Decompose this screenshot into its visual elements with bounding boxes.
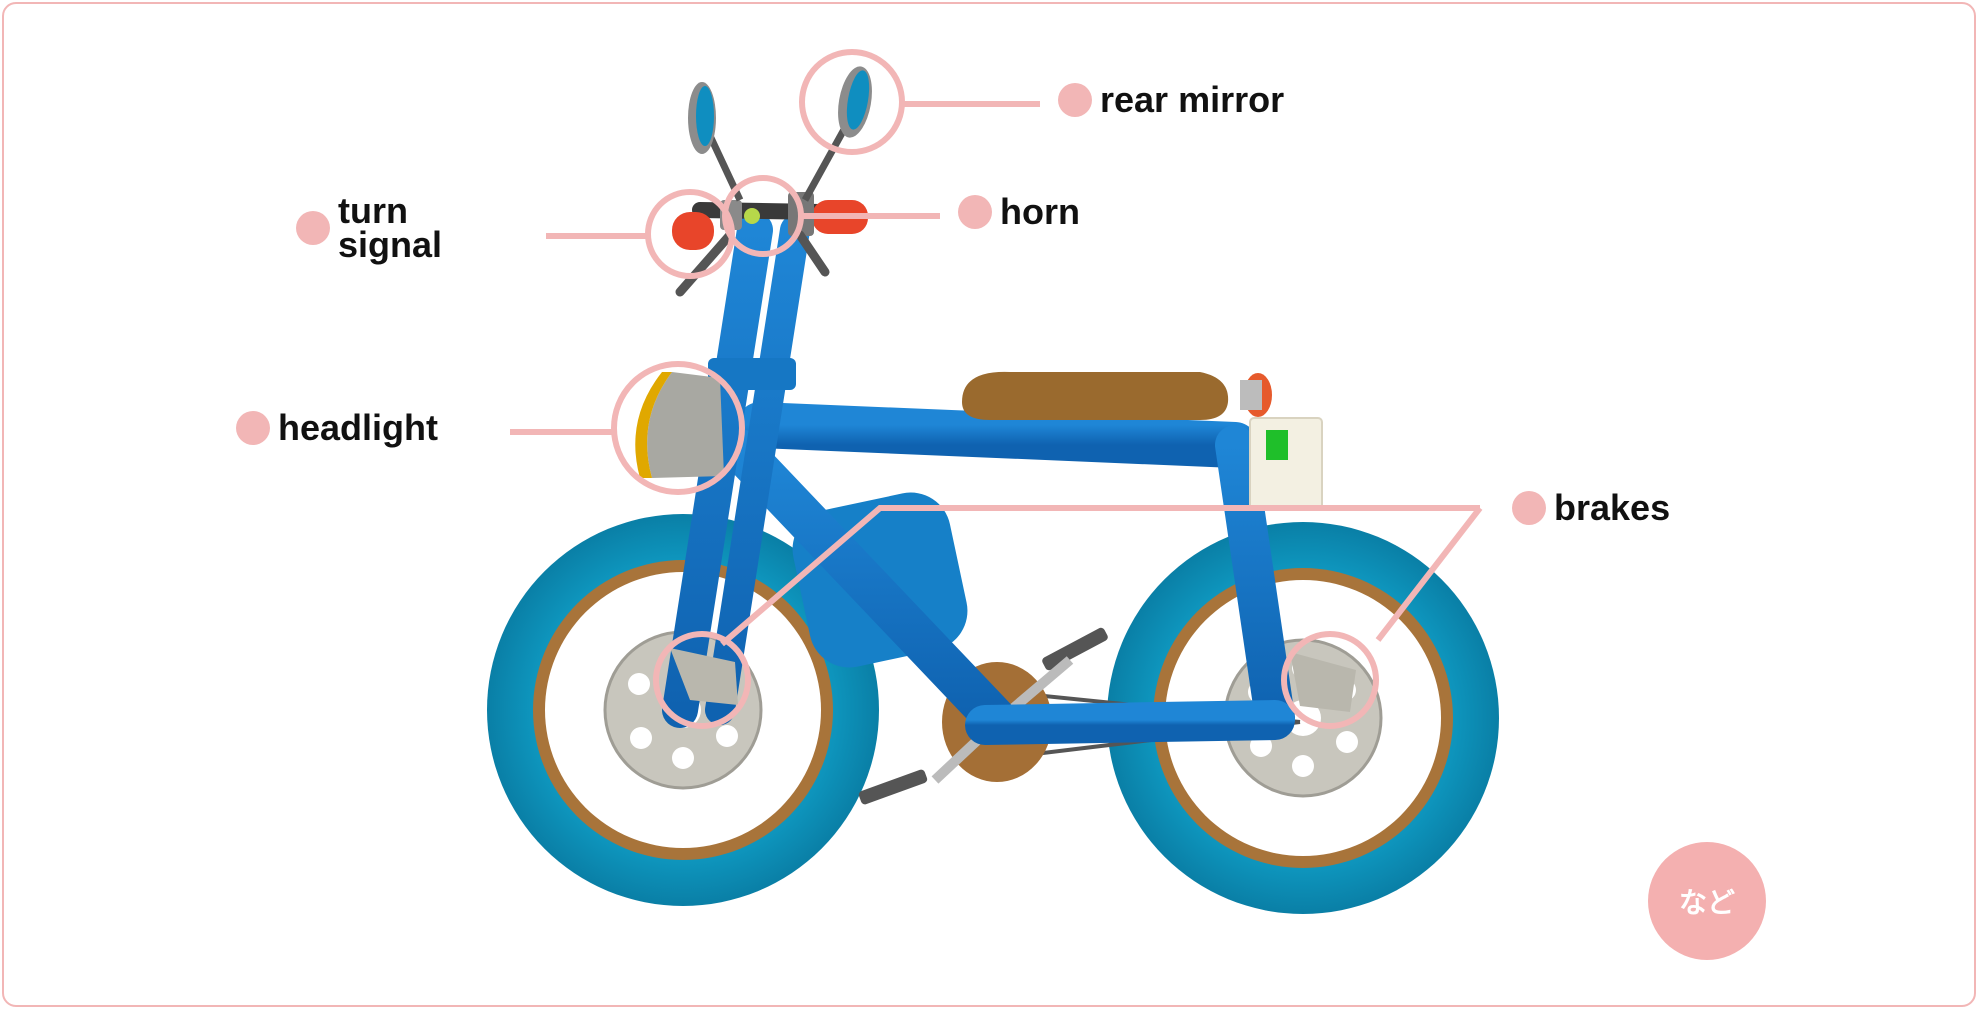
label-turn-signal-text: turn signal: [338, 190, 443, 265]
label-brakes: brakes: [1512, 490, 1670, 526]
etc-badge: など: [1648, 842, 1766, 960]
label-horn: horn: [958, 194, 1080, 230]
bullet-dot: [1512, 491, 1546, 525]
headlight-shape: [635, 372, 724, 478]
bullet-dot: [236, 411, 270, 445]
label-rear-mirror-text: rear mirror: [1100, 79, 1285, 120]
bullet-dot: [296, 211, 330, 245]
fork-clamp: [708, 358, 796, 390]
mirrors: [688, 66, 872, 202]
label-horn-text: horn: [1000, 191, 1080, 232]
callouts: [510, 49, 1483, 729]
bullet-dot: [958, 195, 992, 229]
seat: [962, 371, 1229, 420]
label-turn-signal: turn signal: [296, 190, 443, 265]
label-headlight: headlight: [236, 410, 438, 446]
label-brakes-text: brakes: [1554, 487, 1671, 528]
bullet-dot: [1058, 83, 1092, 117]
label-rear-mirror: rear mirror: [1058, 82, 1284, 118]
label-headlight-text: headlight: [278, 407, 438, 448]
